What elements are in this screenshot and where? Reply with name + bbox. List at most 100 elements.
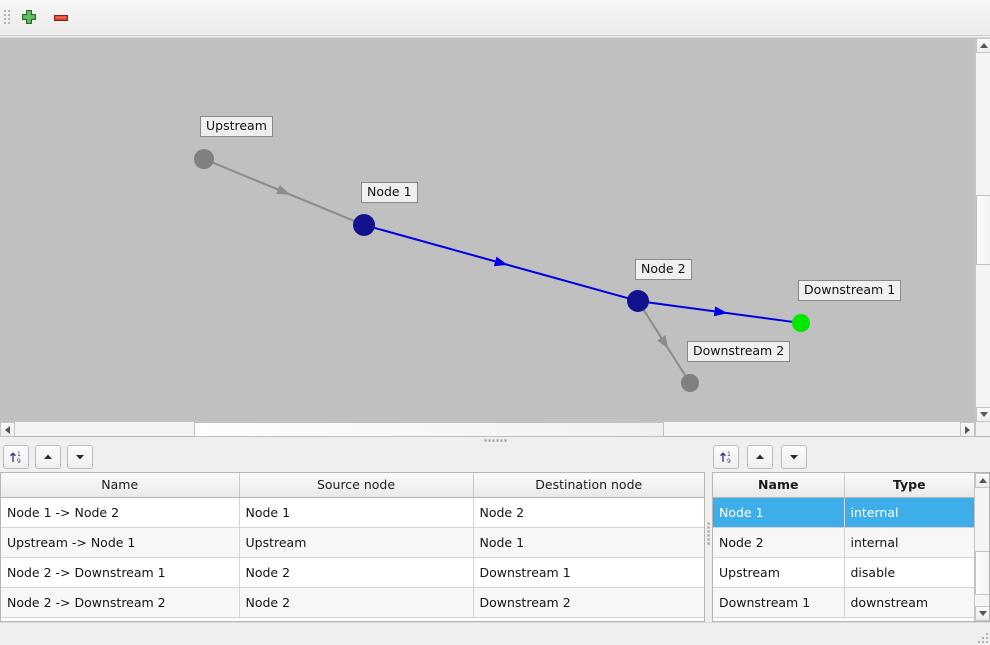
graph-horizontal-scrollbar[interactable] — [0, 421, 975, 437]
edge-cell-name: Node 1 -> Node 2 — [1, 497, 240, 528]
svg-text:1: 1 — [727, 451, 731, 458]
svg-text:9: 9 — [727, 458, 731, 465]
nodes-scroll-up-button[interactable] — [975, 473, 989, 488]
edge-cell-source: Node 2 — [239, 557, 474, 588]
node-cell-type: disable — [844, 557, 974, 588]
edge-cell-destination: Downstream 1 — [473, 557, 704, 588]
graph-edges-layer — [194, 149, 810, 392]
vertical-splitter[interactable] — [705, 444, 712, 622]
svg-text:9: 9 — [17, 458, 21, 465]
edges-table: Name Source node Destination node Node 1… — [1, 473, 704, 618]
graph-node-upstream[interactable] — [194, 149, 214, 169]
node-cell-type: internal — [844, 527, 974, 558]
graph-node-node1[interactable] — [353, 214, 375, 236]
graph-vertical-scroll-thumb[interactable] — [976, 195, 990, 265]
node-cell-type: downstream — [844, 587, 974, 618]
svg-text:1: 1 — [17, 451, 21, 458]
move-node-down-button[interactable] — [781, 445, 807, 469]
move-edge-up-button[interactable] — [35, 445, 61, 469]
edge-arrow-icon — [276, 184, 291, 195]
edge-arrow-icon — [493, 256, 508, 267]
triangle-down-icon — [76, 455, 84, 460]
horizontal-splitter[interactable] — [0, 437, 990, 444]
nodes-panel: 1 9 — [712, 444, 990, 622]
graph-node-label-upstream[interactable]: Upstream — [200, 116, 273, 137]
nodes-column-type[interactable]: Type — [844, 473, 974, 498]
graph-vertical-scrollbar[interactable] — [975, 38, 990, 422]
node-cell-type: internal — [844, 497, 974, 528]
edges-toolbar: 1 9 — [0, 444, 705, 472]
nodes-scroll-down-button[interactable] — [975, 606, 989, 621]
edge-cell-destination: Downstream 2 — [473, 587, 704, 618]
node-cell-name: Upstream — [713, 557, 845, 588]
main-toolbar — [0, 0, 990, 36]
edges-panel: 1 9 — [0, 444, 705, 622]
nodes-toolbar: 1 9 — [712, 444, 990, 472]
edge-cell-source: Node 2 — [239, 587, 474, 618]
graph-node-label-node1[interactable]: Node 1 — [361, 182, 418, 203]
nodes-vertical-scrollbar[interactable] — [974, 473, 989, 621]
graph-scroll-right-button[interactable] — [960, 422, 975, 437]
edge-cell-name: Node 2 -> Downstream 1 — [1, 557, 240, 588]
sort-nodes-button[interactable]: 1 9 — [713, 445, 739, 469]
nodes-table-header-row: Name Type — [713, 473, 974, 498]
chevron-down-icon — [978, 611, 987, 616]
edges-column-destination[interactable]: Destination node — [473, 473, 704, 498]
green-plus-icon — [22, 10, 36, 24]
sort-ascending-icon: 1 9 — [719, 451, 731, 465]
move-edge-down-button[interactable] — [67, 445, 93, 469]
move-node-up-button[interactable] — [747, 445, 773, 469]
graph-scroll-left-button[interactable] — [0, 422, 15, 437]
remove-node-button[interactable] — [48, 6, 74, 30]
bottom-panels: 1 9 — [0, 444, 990, 622]
sort-ascending-icon: 1 9 — [9, 451, 21, 465]
edge-arrow-icon — [657, 335, 669, 349]
edge-cell-name: Node 2 -> Downstream 2 — [1, 587, 240, 618]
graph-node-node2[interactable] — [627, 290, 649, 312]
add-node-button[interactable] — [16, 6, 42, 30]
graph-scroll-down-button[interactable] — [976, 407, 990, 422]
chevron-up-icon — [979, 43, 988, 48]
chevron-left-icon — [5, 425, 10, 434]
graph-node-downstream1[interactable] — [792, 314, 810, 332]
edges-column-name[interactable]: Name — [1, 473, 240, 498]
toolbar-drag-handle[interactable] — [4, 10, 10, 26]
edges-table-container[interactable]: Name Source node Destination node Node 1… — [0, 472, 705, 622]
graph-node-label-node2[interactable]: Node 2 — [635, 259, 692, 280]
edge-cell-destination: Node 1 — [473, 527, 704, 558]
graph-node-downstream2[interactable] — [681, 374, 699, 392]
edge-cell-source: Node 1 — [239, 497, 474, 528]
edge-cell-destination: Node 2 — [473, 497, 704, 528]
graph-scroll-up-button[interactable] — [976, 38, 990, 53]
resize-grip[interactable] — [976, 631, 988, 643]
node-cell-name: Node 1 — [713, 497, 845, 528]
sort-edges-button[interactable]: 1 9 — [3, 445, 29, 469]
graph-horizontal-scroll-thumb[interactable] — [194, 422, 664, 437]
edge-cell-name: Upstream -> Node 1 — [1, 527, 240, 558]
edges-table-header-row: Name Source node Destination node — [1, 473, 704, 498]
triangle-up-icon — [44, 454, 52, 459]
edges-column-source[interactable]: Source node — [239, 473, 474, 498]
red-minus-icon — [54, 15, 68, 21]
graph-node-label-downstream1[interactable]: Downstream 1 — [798, 280, 902, 301]
triangle-down-icon — [790, 455, 798, 460]
status-bar — [0, 622, 990, 645]
graph-node-label-downstream2[interactable]: Downstream 2 — [687, 341, 791, 362]
edge-arrow-icon — [713, 306, 728, 317]
nodes-column-name[interactable]: Name — [713, 473, 845, 498]
edge-cell-source: Upstream — [239, 527, 474, 558]
nodes-vertical-scroll-thumb[interactable] — [975, 551, 989, 595]
